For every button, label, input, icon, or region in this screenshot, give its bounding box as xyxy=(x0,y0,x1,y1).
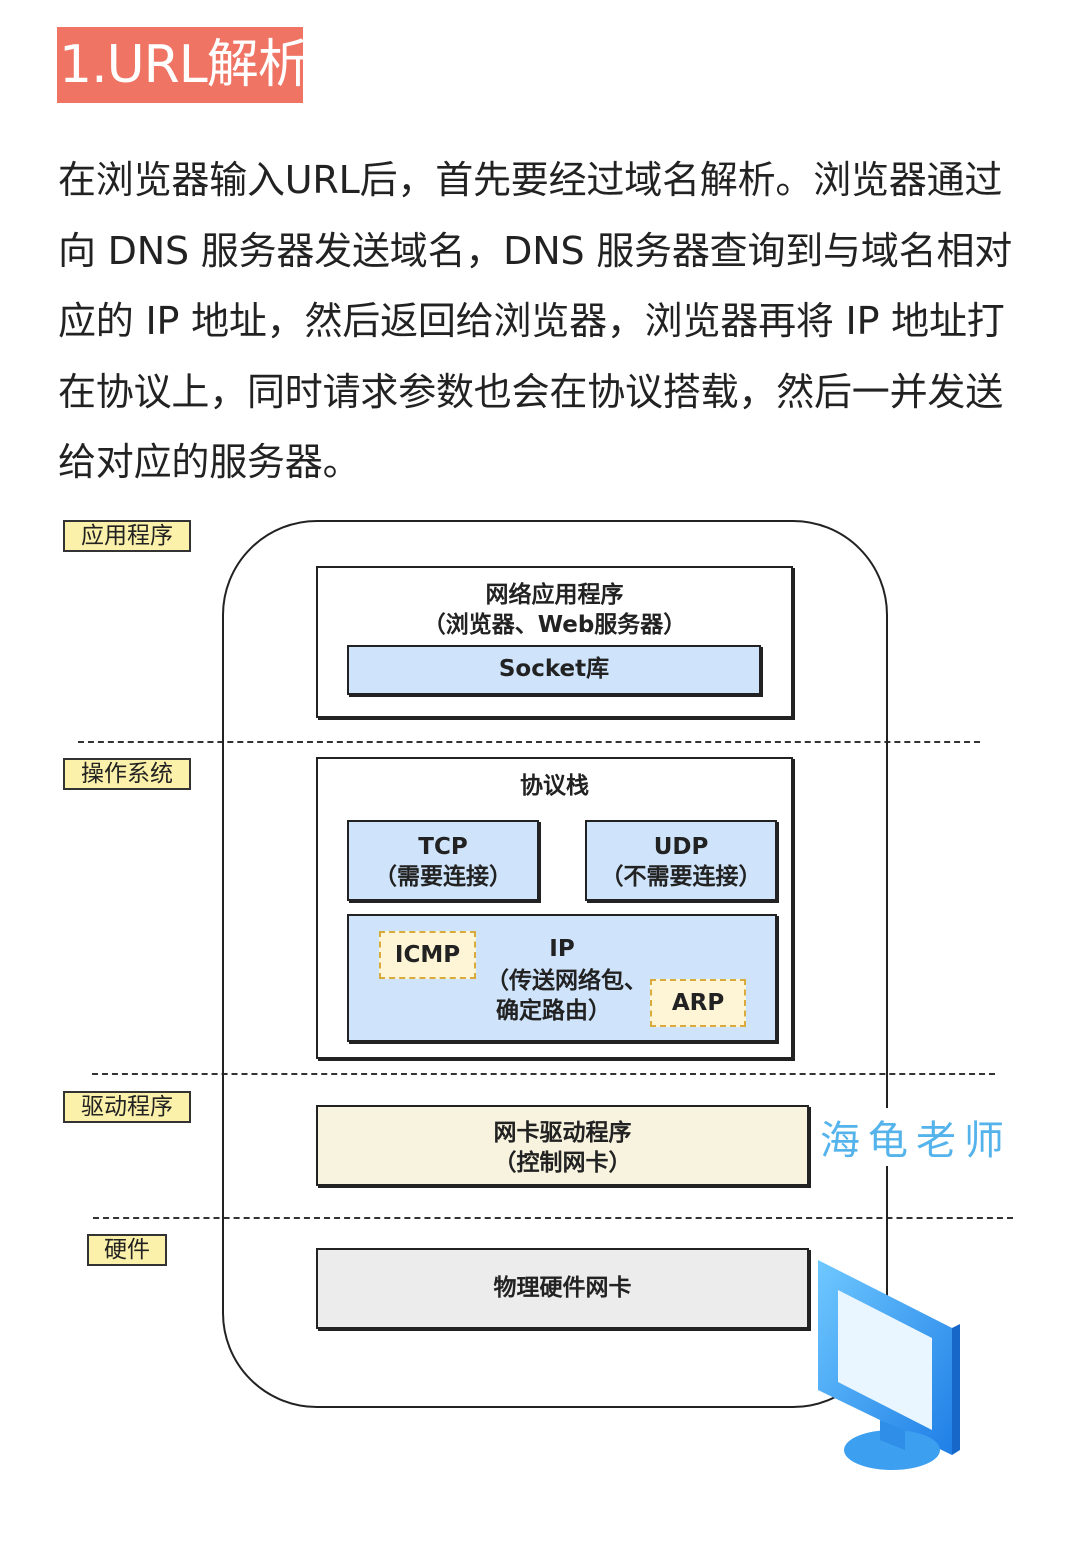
layer-label-os: 操作系统 xyxy=(63,758,191,790)
physical-nic-label: 物理硬件网卡 xyxy=(493,1275,632,1301)
separator-os-driver xyxy=(92,1073,995,1075)
computer-frame xyxy=(222,520,888,1408)
arp-label: ARP xyxy=(671,990,725,1016)
network-application-subtitle: （浏览器、Web服务器） xyxy=(422,612,687,638)
layer-label-driver: 驱动程序 xyxy=(63,1091,191,1123)
layer-label-application: 应用程序 xyxy=(63,520,191,552)
tcp-box: TCP （需要连接） xyxy=(347,820,539,901)
monitor-icon xyxy=(818,1260,960,1470)
tcp-note: （需要连接） xyxy=(374,864,512,890)
udp-note: （不需要连接） xyxy=(600,864,762,890)
icmp-box: ICMP xyxy=(379,931,476,979)
udp-label: UDP xyxy=(653,834,709,860)
separator-app-os xyxy=(78,741,980,743)
nic-driver-title: 网卡驱动程序 xyxy=(493,1120,632,1146)
icmp-label: ICMP xyxy=(394,942,461,968)
page-title: 1.URL解析 xyxy=(57,27,303,103)
ip-note-line2: 确定路由） xyxy=(496,998,611,1024)
tcp-label: TCP xyxy=(418,834,468,860)
ip-label: IP xyxy=(549,936,575,962)
ip-note-line1: （传送网络包、 xyxy=(486,968,647,994)
socket-library-label: Socket库 xyxy=(498,656,610,682)
arp-box: ARP xyxy=(650,979,746,1027)
network-application-box: 网络应用程序 （浏览器、Web服务器） xyxy=(316,566,793,718)
udp-box: UDP （不需要连接） xyxy=(585,820,777,901)
nic-driver-subtitle: （控制网卡） xyxy=(493,1150,632,1176)
intro-paragraph: 在浏览器输入URL后，首先要经过域名解析。浏览器通过向 DNS 服务器发送域名，… xyxy=(58,158,1013,484)
nic-driver-box: 网卡驱动程序 （控制网卡） xyxy=(316,1105,809,1186)
physical-nic-box: 物理硬件网卡 xyxy=(316,1248,809,1329)
protocol-stack-title: 协议栈 xyxy=(520,773,589,799)
watermark-text: 海龟老师 xyxy=(820,1108,1012,1166)
layer-label-hardware: 硬件 xyxy=(87,1234,167,1266)
network-application-title: 网络应用程序 xyxy=(485,582,624,608)
separator-driver-hardware xyxy=(93,1217,1013,1219)
socket-library-box: Socket库 xyxy=(347,645,761,695)
